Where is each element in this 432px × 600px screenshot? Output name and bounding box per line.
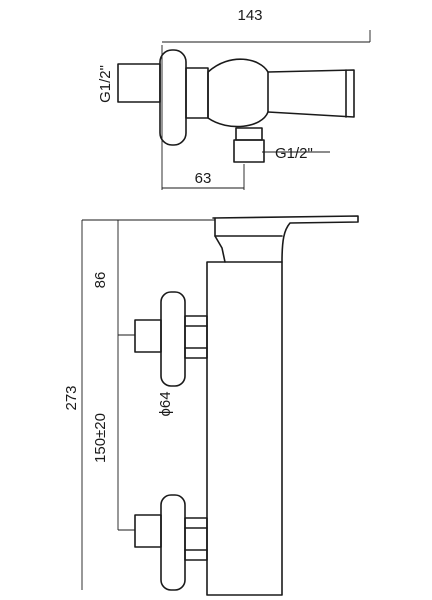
outlet-pipe-top: [233, 139, 265, 163]
lever-front: [212, 215, 359, 263]
dim-143-label: 143: [237, 7, 262, 24]
outlet-nut-top: [235, 127, 263, 141]
flange-diameter-label: ϕ64: [157, 391, 174, 416]
dim-150-label: 150±20: [92, 413, 109, 463]
dim-273-label: 273: [63, 385, 80, 410]
body-front: [206, 261, 283, 596]
flange-upper: [160, 291, 186, 387]
nut-lower: [184, 517, 208, 561]
collar-top: [185, 67, 209, 119]
outlet-thread-label: G1/2": [275, 145, 313, 162]
inlet-pipe-upper: [134, 319, 162, 353]
dim-63-label: 63: [195, 170, 212, 187]
nut-upper: [184, 315, 208, 359]
spout-front: [214, 217, 226, 263]
lever-top: [267, 69, 355, 118]
inlet-pipe-lower: [134, 514, 162, 548]
inlet-thread-label: G1/2": [97, 65, 114, 103]
flange-top: [159, 49, 187, 146]
front-view: 86 150±20 ϕ64 273: [63, 215, 359, 596]
inlet-pipe-top: [117, 63, 161, 103]
top-view: 143 G1/2" G1/2" 63: [97, 7, 371, 190]
body-top: [207, 58, 269, 128]
dim-86-label: 86: [92, 272, 109, 289]
flange-lower: [160, 494, 186, 591]
